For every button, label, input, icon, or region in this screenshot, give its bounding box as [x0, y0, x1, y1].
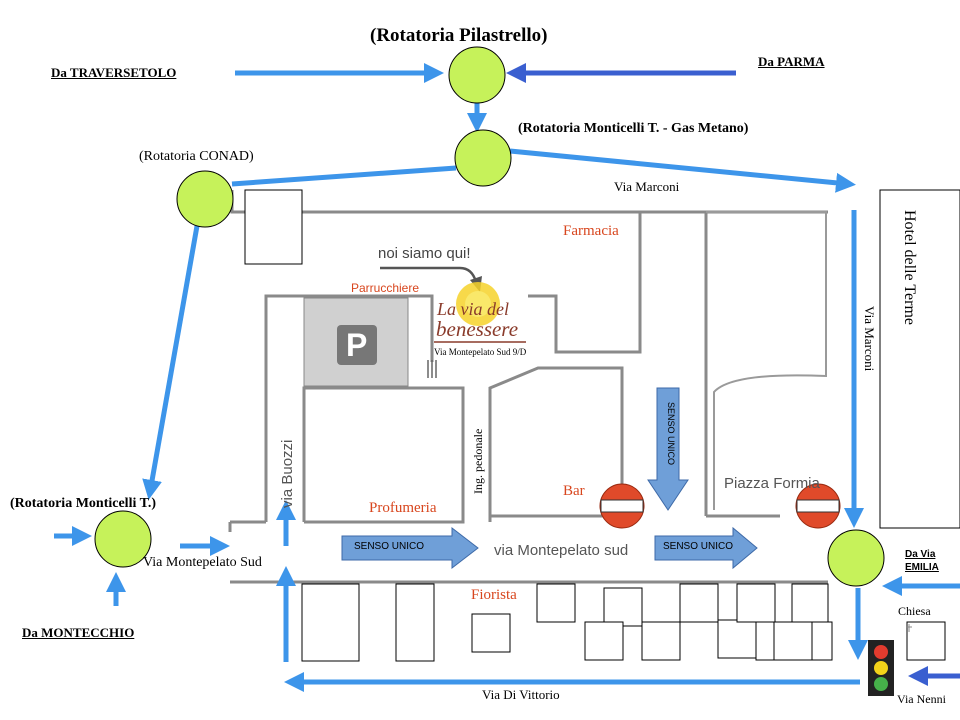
- place-profumeria: Profumeria: [369, 500, 437, 516]
- street-marconi-side: Via Marconi: [862, 306, 877, 372]
- roundabouts: [94, 46, 885, 587]
- origin-traversetolo: Da TRAVERSETOLO: [51, 65, 177, 80]
- street-montepelato-sud-main: via Montepelato sud: [494, 542, 629, 559]
- hotel-label: Hotel delle Terme: [901, 210, 918, 325]
- parking-letter: P: [346, 327, 368, 363]
- logo-sun: [434, 282, 526, 343]
- place-parrucchiere: Parrucchiere: [351, 281, 420, 295]
- no-entry-sign-bar: [599, 483, 645, 529]
- street-block-outlines: [228, 190, 828, 584]
- route-arrows: [54, 63, 960, 692]
- one-way-label-vertical: SENSO UNICO: [666, 402, 676, 466]
- place-bar: Bar: [563, 483, 585, 499]
- one-way-label-2: SENSO UNICO: [663, 541, 734, 552]
- street-montepelato-sud-left: Via Montepelato Sud: [143, 555, 262, 570]
- logo-line1: La via del: [437, 299, 509, 319]
- origin-emilia-line2: EMILIA: [905, 562, 939, 573]
- origin-montecchio: Da MONTECCHIO: [22, 625, 135, 640]
- origin-parma: Da PARMA: [758, 54, 825, 69]
- church-cross-icon: [906, 624, 912, 632]
- parma-arrows: [506, 63, 960, 686]
- roundabout-pilastrello: [448, 46, 506, 104]
- roundabout-pilastrello-label: (Rotatoria Pilastrello): [370, 25, 548, 46]
- one-way-arrow-vertical: [647, 387, 689, 511]
- traffic-light: [868, 640, 894, 696]
- place-fiorista: Fiorista: [471, 587, 517, 603]
- piazza-outline: [706, 211, 827, 510]
- roundabout-emilia: [827, 529, 885, 587]
- roundabout-monticelli-label: (Rotatoria Monticelli T.): [10, 496, 157, 511]
- place-chiesa: Chiesa: [898, 604, 931, 618]
- here-pointer-arrow: [380, 266, 478, 283]
- business-address: Via Montepelato Sud 9/D: [434, 347, 527, 357]
- logo-line2: benessere: [436, 317, 519, 341]
- no-entry-sign-piazza: [795, 483, 841, 529]
- one-way-label-1: SENSO UNICO: [354, 541, 425, 552]
- roundabout-monticelli: [94, 510, 152, 568]
- here-callout: noi siamo qui!: [378, 245, 471, 262]
- origin-emilia-line1: Da Via: [905, 549, 936, 560]
- roundabout-gas-metano-label: (Rotatoria Monticelli T. - Gas Metano): [518, 121, 749, 136]
- roundabout-conad-label: (Rotatoria CONAD): [139, 149, 254, 164]
- parking-sign: [337, 325, 377, 365]
- buildings: [244, 189, 960, 662]
- street-marconi-top: Via Marconi: [614, 179, 680, 194]
- street-di-vittorio: Via Di Vittorio: [482, 687, 560, 702]
- pedestrian-entrance-label: Ing. pedonale: [471, 428, 485, 494]
- place-piazza: Piazza Formia: [724, 475, 820, 492]
- street-nenni: Via Nenni: [897, 692, 946, 706]
- roundabout-conad: [176, 170, 234, 228]
- place-farmacia: Farmacia: [563, 223, 619, 239]
- one-way-arrows: [341, 387, 758, 570]
- roundabout-gas-metano: [454, 129, 512, 187]
- one-way-arrow-2: [654, 526, 758, 570]
- street-buozzi: via Buozzi: [279, 439, 296, 508]
- one-way-arrow-1: [341, 526, 479, 570]
- parking-entrance-marks: [427, 360, 437, 378]
